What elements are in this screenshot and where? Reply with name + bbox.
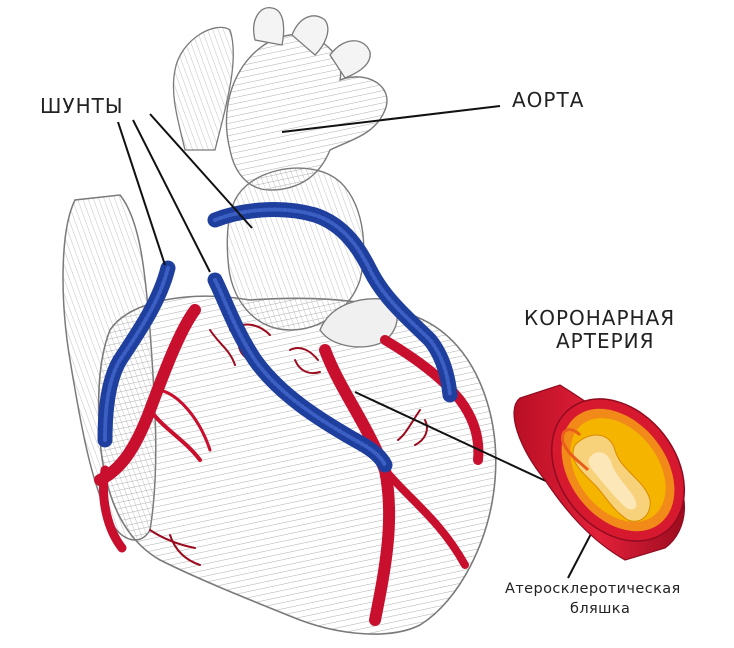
superior-vessel-left bbox=[172, 26, 234, 151]
shunts-label: ШУНТЫ bbox=[40, 94, 124, 118]
plaque-label-line2: бляшка bbox=[570, 601, 631, 617]
coronary-artery-label-line2: АРТЕРИЯ bbox=[556, 329, 655, 353]
coronary-leader bbox=[354, 391, 549, 483]
artery-cross-section bbox=[513, 384, 686, 561]
leader-lines bbox=[117, 105, 607, 579]
artery-lumen bbox=[588, 452, 637, 510]
diagonal-branch bbox=[381, 466, 469, 569]
bypass-grafts bbox=[97, 202, 458, 473]
graft-1-highlight bbox=[103, 266, 170, 442]
heart-body bbox=[62, 167, 497, 635]
shunt-leader-3 bbox=[149, 113, 253, 229]
aorta-leader bbox=[281, 105, 501, 133]
circumflex-artery bbox=[380, 335, 484, 465]
graft-3-highlight bbox=[213, 207, 452, 397]
small-branches-center bbox=[289, 347, 321, 375]
aorta-label: АОРТА bbox=[512, 88, 585, 112]
left-atrial-appendage bbox=[319, 298, 398, 348]
coronary-artery-label-line1: КОРОНАРНАЯ bbox=[524, 306, 676, 330]
aortic-branch-2 bbox=[291, 15, 329, 56]
lower-branches bbox=[149, 529, 201, 566]
right-coronary-artery-lower bbox=[99, 465, 127, 553]
right-marginal-branch-2 bbox=[158, 388, 212, 452]
right-marginal-branch bbox=[148, 408, 202, 462]
great-vessels bbox=[172, 7, 388, 191]
shunt-leader-2 bbox=[132, 119, 211, 273]
shunt-leader-1 bbox=[117, 121, 166, 266]
aortic-branch-3 bbox=[329, 40, 371, 79]
graft-2-highlight bbox=[213, 278, 387, 467]
small-branches-right bbox=[397, 409, 428, 446]
plaque-label-line1: Атеросклеротическая bbox=[505, 581, 681, 597]
blood-in-vessel bbox=[560, 428, 590, 472]
aortic-branch-1 bbox=[253, 7, 285, 46]
